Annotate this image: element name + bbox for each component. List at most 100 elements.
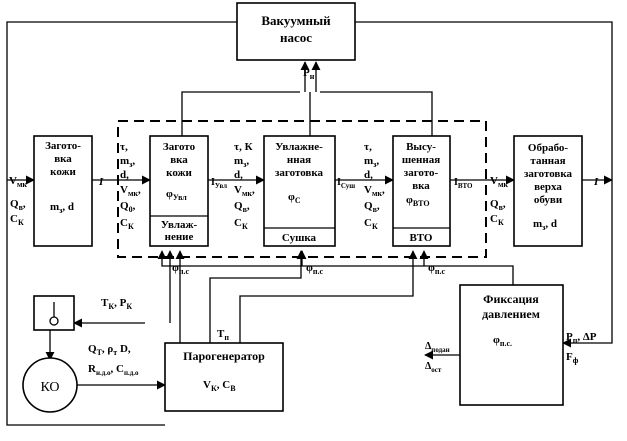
svg-text:кожи: кожи bbox=[50, 166, 76, 178]
svg-text:mз,: mз, bbox=[364, 155, 379, 169]
svg-text:CК: CК bbox=[364, 217, 378, 231]
svg-text:Qв,: Qв, bbox=[234, 200, 250, 214]
phi-ps-label-2: φп.с bbox=[306, 262, 323, 276]
params-3: τ, mз, d, Vмк, Qв, CК bbox=[364, 141, 385, 231]
input-params: Vмк Qв, CК bbox=[9, 175, 27, 227]
fixation-box bbox=[459, 284, 564, 406]
svg-text:τ,: τ, bbox=[120, 141, 128, 153]
wetting-box bbox=[149, 135, 209, 247]
svg-text:Vмк,: Vмк, bbox=[120, 184, 141, 198]
svg-text:ВТО: ВТО bbox=[410, 232, 433, 244]
svg-text:VК, CВ: VК, CВ bbox=[203, 379, 236, 393]
svg-text:заготовка: заготовка bbox=[524, 168, 573, 180]
upper-blank-text: Обрабо- танная заготовка верха обуви mз,… bbox=[524, 142, 573, 232]
svg-text:Qв,: Qв, bbox=[10, 198, 26, 212]
fixation-outputs: Δподан Δост bbox=[425, 341, 450, 374]
svg-text:mз, d: mз, d bbox=[533, 218, 557, 232]
leather-blank-box bbox=[33, 135, 93, 247]
steam-input-label: TК, PК bbox=[101, 297, 132, 311]
t-n-label: Tп bbox=[217, 328, 229, 342]
svg-text:Qв,: Qв, bbox=[490, 198, 506, 212]
svg-text:CК: CК bbox=[234, 217, 248, 231]
i-vto-label: IВТО bbox=[454, 177, 473, 190]
vto-text: Высу- шенная загото- вка φВТО ВТО bbox=[402, 141, 440, 244]
svg-text:Загото: Загото bbox=[163, 141, 196, 153]
svg-text:шенная: шенная bbox=[402, 154, 440, 166]
svg-text:CК: CК bbox=[120, 217, 134, 231]
svg-text:φВТО: φВТО bbox=[406, 194, 430, 208]
svg-text:вка: вка bbox=[412, 180, 430, 192]
svg-text:Δост: Δост bbox=[425, 361, 442, 374]
svg-text:Фиксация: Фиксация bbox=[483, 292, 539, 306]
svg-text:верха: верха bbox=[534, 181, 562, 193]
upper-blank-box bbox=[513, 135, 583, 247]
svg-text:Pп, ΔP: Pп, ΔP bbox=[566, 331, 597, 345]
vacuum-pump-label-2: насос bbox=[280, 30, 312, 45]
svg-text:Увлаж-: Увлаж- bbox=[161, 219, 198, 231]
svg-text:Δподан: Δподан bbox=[425, 341, 450, 354]
svg-text:вка: вка bbox=[170, 154, 188, 166]
svg-text:d,: d, bbox=[234, 169, 243, 181]
steam-generator-box bbox=[164, 342, 284, 412]
connections bbox=[6, 21, 613, 426]
svg-text:CК: CК bbox=[10, 213, 24, 227]
svg-text:d,: d, bbox=[120, 169, 129, 181]
leather-blank-text: Загото- вка кожи mз, d bbox=[45, 140, 81, 215]
flow-i-label: I bbox=[98, 176, 104, 188]
svg-text:mз, d: mз, d bbox=[50, 201, 74, 215]
svg-text:Rн.д.о, Cп.д.о: Rн.д.о, Cп.д.о bbox=[88, 363, 139, 377]
svg-text:Vмк: Vмк bbox=[9, 175, 27, 189]
svg-text:QТ, ρт D,: QТ, ρт D, bbox=[88, 343, 131, 357]
svg-text:Fф: Fф bbox=[566, 351, 579, 365]
fixation-inputs: Pп, ΔP Fф bbox=[566, 331, 597, 365]
svg-text:d,: d, bbox=[364, 169, 373, 181]
svg-text:вка: вка bbox=[54, 153, 72, 165]
svg-text:Vмк: Vмк bbox=[490, 175, 508, 189]
wetting-text: Загото вка кожи φУвл Увлаж- нение bbox=[161, 141, 198, 243]
svg-text:нная: нная bbox=[287, 154, 311, 166]
svg-text:нение: нение bbox=[165, 231, 194, 243]
svg-text:загото-: загото- bbox=[404, 167, 439, 179]
svg-text:Загото-: Загото- bbox=[45, 140, 81, 152]
i-uvl-label: IУвл bbox=[211, 177, 227, 190]
p-n-label: Pн bbox=[303, 67, 315, 81]
svg-text:давлением: давлением bbox=[482, 307, 540, 321]
ko-circle bbox=[22, 357, 78, 413]
svg-text:τ, К: τ, К bbox=[234, 141, 253, 153]
svg-text:mз,: mз, bbox=[120, 155, 135, 169]
svg-text:Qв,: Qв, bbox=[364, 200, 380, 214]
svg-text:Q0,: Q0, bbox=[120, 200, 136, 214]
svg-text:τ,: τ, bbox=[364, 141, 372, 153]
vacuum-pump-label: Вакуумный bbox=[261, 13, 331, 28]
steam-generator-text: Парогенератор VК, CВ bbox=[183, 349, 265, 393]
params-4: Vмк Qв, CК bbox=[490, 175, 508, 227]
svg-text:Высу-: Высу- bbox=[406, 141, 436, 153]
vacuum-pump-box bbox=[236, 2, 356, 61]
fixation-text: Фиксация давлением φп.с. bbox=[482, 292, 540, 348]
ko-label: КО bbox=[40, 380, 59, 395]
svg-text:Vмк,: Vмк, bbox=[234, 184, 255, 198]
i-sus-label: IСуш bbox=[337, 177, 355, 190]
svg-text:CК: CК bbox=[490, 213, 504, 227]
svg-text:танная: танная bbox=[530, 155, 565, 167]
svg-text:Сушка: Сушка bbox=[282, 232, 317, 244]
svg-text:Увлажне-: Увлажне- bbox=[275, 141, 323, 153]
svg-text:φУвл: φУвл bbox=[166, 188, 187, 202]
drying-text: Увлажне- нная заготовка φС Сушка bbox=[275, 141, 324, 244]
params-1: τ, mз, d, Vмк, Q0, CК bbox=[120, 141, 141, 231]
params-2: τ, К mз, d, Vмк, Qв, CК bbox=[234, 141, 255, 231]
svg-text:φС: φС bbox=[288, 191, 301, 205]
svg-text:φп.с.: φп.с. bbox=[493, 334, 512, 348]
svg-text:mз,: mз, bbox=[234, 155, 249, 169]
flow-out-label: I bbox=[593, 176, 599, 188]
svg-text:Обрабо-: Обрабо- bbox=[528, 142, 569, 154]
steam-params: QТ, ρт D, Rн.д.о, Cп.д.о bbox=[88, 343, 139, 377]
svg-text:кожи: кожи bbox=[166, 167, 192, 179]
svg-text:Vмк,: Vмк, bbox=[364, 184, 385, 198]
phi-ps-label-3: φп.с bbox=[428, 262, 445, 276]
phi-ps-label-1: φп.с bbox=[172, 262, 189, 276]
svg-text:Парогенератор: Парогенератор bbox=[183, 349, 265, 363]
svg-text:заготовка: заготовка bbox=[275, 167, 324, 179]
svg-text:обуви: обуви bbox=[534, 194, 563, 206]
